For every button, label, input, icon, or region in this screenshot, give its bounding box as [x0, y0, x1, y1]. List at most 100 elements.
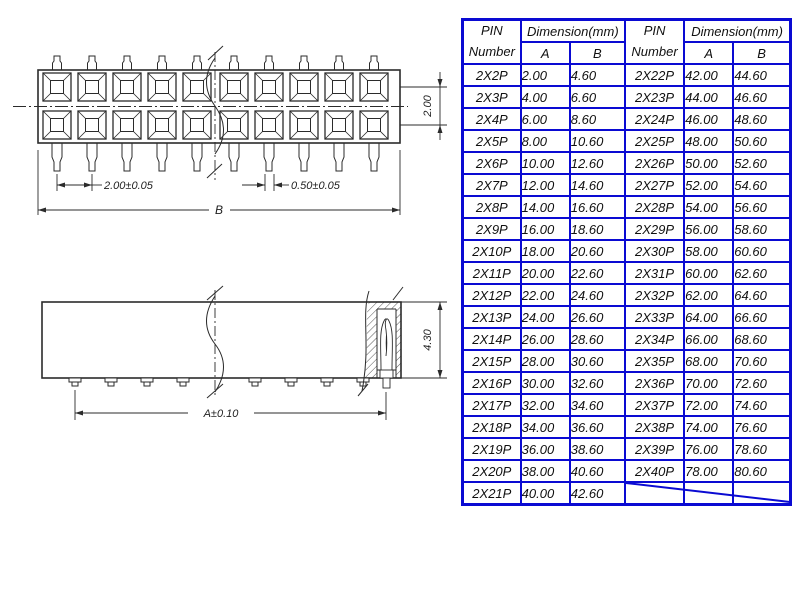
dimension-value-cell: 74.60 — [732, 393, 792, 417]
socket-chamfer — [275, 93, 284, 102]
top-pin — [122, 55, 132, 70]
dimension-value-cell: 26.60 — [568, 305, 626, 329]
dim-height — [401, 301, 447, 379]
socket-chamfer — [380, 131, 389, 140]
solder-pin-tip — [323, 381, 331, 387]
pin-number-cell: 2X32P — [623, 283, 686, 307]
socket-chamfer — [147, 93, 156, 102]
socket-chamfer — [289, 131, 298, 140]
dimension-value-cell: 44.60 — [732, 63, 792, 87]
bottom-pin — [333, 143, 345, 172]
bottom-pin — [368, 143, 380, 172]
solder-pin — [248, 377, 262, 383]
socket-chamfer — [98, 110, 107, 119]
dimension-value-cell: 56.00 — [683, 217, 735, 241]
dimension-value-cell: 48.60 — [732, 107, 792, 131]
dimension-value-cell: 6.60 — [568, 85, 626, 109]
pin-number-cell: 2X39P — [623, 437, 686, 461]
dimension-value-cell: 72.00 — [683, 393, 735, 417]
dimension-value-cell: 18.60 — [568, 217, 626, 241]
socket-chamfer — [219, 93, 228, 102]
pin-number-cell: 2X40P — [623, 459, 686, 483]
dim-pin-pitch-label: 2.00±0.05 — [103, 180, 154, 192]
socket-chamfer — [42, 72, 51, 81]
socket-chamfer — [133, 131, 142, 140]
socket-chamfer — [168, 110, 177, 119]
socket-chamfer — [275, 131, 284, 140]
top-pin — [299, 55, 309, 70]
socket-chamfer — [168, 131, 177, 140]
socket-inner — [120, 118, 134, 132]
dimension-value-cell: 12.00 — [519, 173, 571, 197]
dimension-value-cell: 20.60 — [568, 239, 626, 263]
dimension-value-cell: 32.00 — [519, 393, 571, 417]
bottom-pin — [263, 143, 275, 172]
top-pin — [192, 55, 202, 70]
socket-inner — [297, 118, 311, 132]
top-pin — [87, 55, 97, 70]
dimension-value-cell: 12.60 — [568, 151, 626, 175]
dimension-value-cell: 64.00 — [683, 305, 735, 329]
socket-chamfer — [42, 131, 51, 140]
socket-grid — [42, 72, 389, 140]
pin-number-cell — [623, 481, 686, 506]
socket-chamfer — [203, 93, 212, 102]
dimension-value-cell: 48.00 — [683, 129, 735, 153]
pin-number-cell: 2X16P — [461, 371, 522, 395]
socket-chamfer — [133, 93, 142, 102]
break-line-side-view — [206, 285, 224, 399]
dimension-value-cell: 42.00 — [683, 63, 735, 87]
dimension-value-cell: 56.60 — [732, 195, 792, 219]
dimension-value-cell — [683, 481, 735, 506]
bottom-pin — [228, 143, 240, 172]
dim-row-pitch-label: 2.00 — [422, 94, 434, 117]
pin-number-cell: 2X14P — [461, 327, 522, 351]
socket-chamfer — [98, 93, 107, 102]
dimension-table: PIN Number Dimension(mm) PIN Number Dime… — [461, 18, 792, 506]
dimension-value-cell: 14.60 — [568, 173, 626, 197]
dimension-value-cell: 50.00 — [683, 151, 735, 175]
socket-chamfer — [77, 110, 86, 119]
socket-chamfer — [168, 93, 177, 102]
socket-chamfer — [324, 131, 333, 140]
dimension-value-cell: 44.00 — [683, 85, 735, 109]
solder-pin-tip — [179, 381, 187, 387]
table-subheader-row: A B A B — [463, 41, 792, 65]
socket-inner — [120, 80, 134, 94]
socket-chamfer — [63, 72, 72, 81]
dim-row-pitch — [400, 72, 447, 140]
socket-inner — [262, 118, 276, 132]
solder-pin-tip — [71, 381, 79, 387]
socket-chamfer — [289, 110, 298, 119]
pin-number-cell: 2X31P — [623, 261, 686, 285]
solder-pin — [356, 377, 370, 383]
pin-number-cell: 2X4P — [461, 107, 522, 131]
socket-chamfer — [289, 93, 298, 102]
dimension-value-cell: 14.00 — [519, 195, 571, 219]
section-break-wave — [361, 290, 370, 392]
dimension-value-cell: 80.60 — [732, 459, 792, 483]
pin-number-cell: 2X25P — [623, 129, 686, 153]
pin-number-cell: 2X18P — [461, 415, 522, 439]
socket-chamfer — [380, 72, 389, 81]
pin-number-cell: 2X33P — [623, 305, 686, 329]
dimension-value-cell: 30.60 — [568, 349, 626, 373]
dimension-value-cell: 22.60 — [568, 261, 626, 285]
top-pin — [157, 55, 167, 70]
top-pin — [229, 55, 239, 70]
dimension-value-cell: 10.60 — [568, 129, 626, 153]
pin-number-cell: 2X29P — [623, 217, 686, 241]
dimension-value-cell: 40.60 — [568, 459, 626, 483]
solder-pin — [104, 377, 118, 383]
solder-pin — [320, 377, 334, 383]
pin-number-cell: 2X8P — [461, 195, 522, 219]
